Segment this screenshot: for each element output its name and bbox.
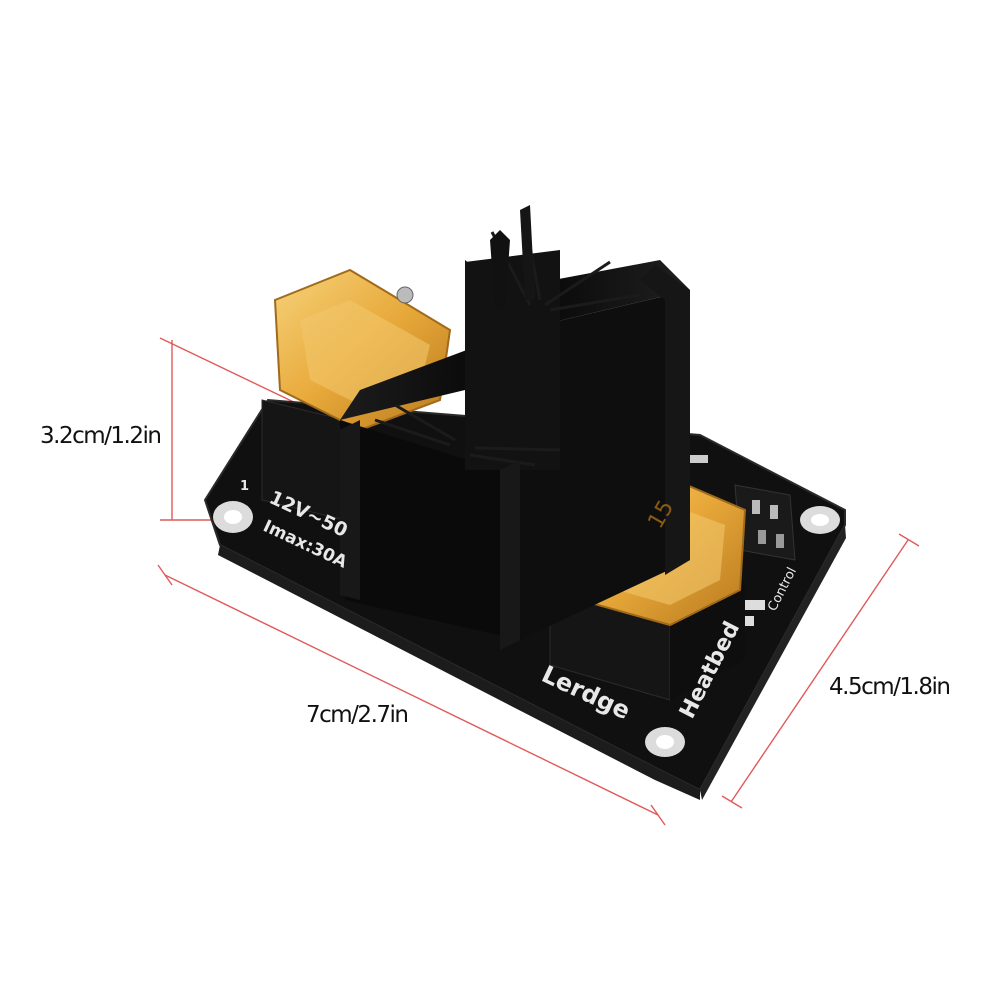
mounting-hole <box>213 501 253 533</box>
width-dimension-label: 4.5cm/1.8in <box>829 674 951 700</box>
control-pin-header <box>734 484 796 561</box>
heatsink <box>340 205 690 650</box>
height-dimension-label: 3.2cm/1.2in <box>40 423 162 449</box>
mounting-hole <box>645 727 685 757</box>
smd-component <box>690 455 708 463</box>
smd-resistor <box>743 600 765 610</box>
dimension-length-line <box>157 564 666 826</box>
mounting-hole <box>800 506 840 534</box>
pin-one-mark: 1 <box>240 479 249 494</box>
dimension-width-line <box>721 533 920 809</box>
length-dimension-label: 7cm/2.7in <box>306 702 409 728</box>
